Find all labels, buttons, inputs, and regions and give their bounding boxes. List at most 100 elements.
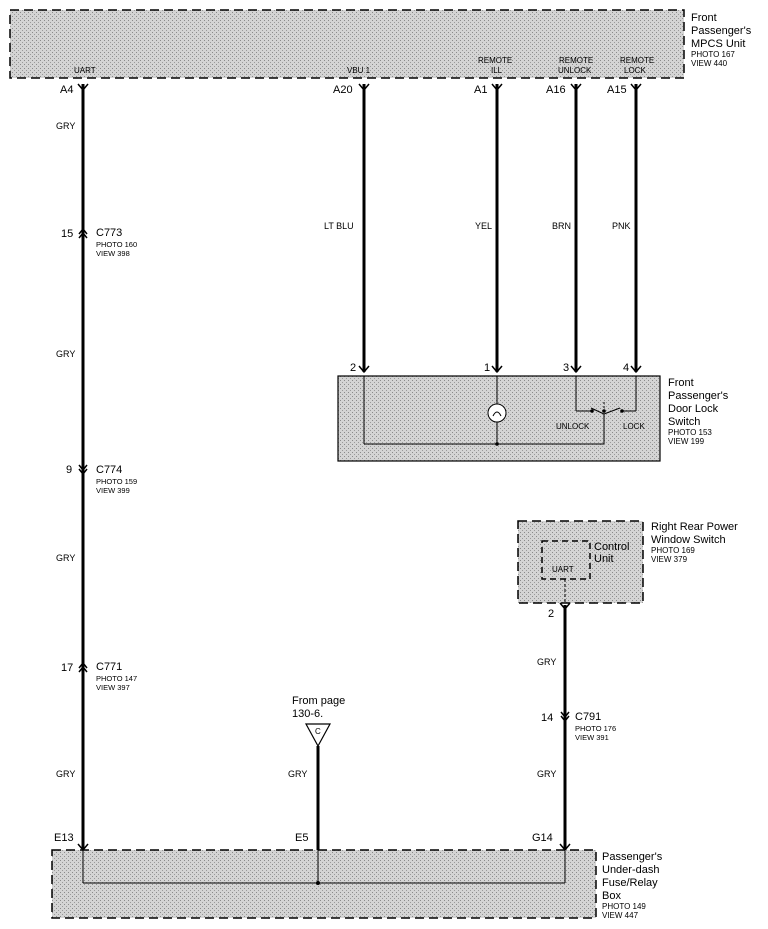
- junction-dot: [495, 442, 499, 446]
- door-lock-switch-title: Front Passenger's Door Lock Switch PHOTO…: [668, 377, 729, 446]
- c773-name: C773: [96, 227, 122, 239]
- svg-text:Switch: Switch: [668, 416, 700, 428]
- svg-text:Passenger's: Passenger's: [602, 851, 663, 863]
- pin-door-2: 2: [350, 362, 356, 374]
- c771-view: VIEW 397: [96, 683, 130, 692]
- mpcs-title-line3: MPCS Unit: [691, 38, 745, 50]
- wire-label-lt-blu: LT BLU: [324, 221, 354, 231]
- svg-text:PHOTO 169: PHOTO 169: [651, 546, 695, 555]
- switch-contact-lock: [620, 409, 624, 413]
- svg-text:Box: Box: [602, 890, 621, 902]
- from-page-label-1: From page: [292, 695, 345, 707]
- svg-text:VIEW 447: VIEW 447: [602, 911, 639, 920]
- switch-contact-common: [602, 409, 606, 413]
- mpcs-view: VIEW 440: [691, 59, 728, 68]
- svg-text:Passenger's: Passenger's: [668, 390, 729, 402]
- window-control-unit-box: [541, 540, 591, 580]
- c771-photo: PHOTO 147: [96, 674, 137, 683]
- mpcs-title-line2: Passenger's: [691, 25, 752, 37]
- c773-view: VIEW 398: [96, 249, 130, 258]
- mpcs-terminal-remote-unlock-2: UNLOCK: [558, 66, 592, 75]
- pin-door-3: 3: [563, 362, 569, 374]
- mpcs-photo: PHOTO 167: [691, 50, 735, 59]
- pin-window-2: 2: [548, 608, 554, 620]
- mpcs-terminal-remote-lock-2: LOCK: [624, 66, 646, 75]
- svg-text:Under-dash: Under-dash: [602, 864, 659, 876]
- c791-photo: PHOTO 176: [575, 724, 616, 733]
- illumination-bulb-icon: [492, 411, 502, 417]
- pin-e5: E5: [295, 832, 308, 844]
- c773-pin: 15: [61, 228, 73, 240]
- wire-lt-blu: [358, 83, 370, 374]
- fuse-box-title: Passenger's Under-dash Fuse/Relay Box PH…: [602, 851, 663, 920]
- mpcs-terminal-remote-lock-1: REMOTE: [620, 56, 654, 65]
- wire-label-gry-right-1: GRY: [537, 657, 556, 667]
- c773-photo: PHOTO 160: [96, 240, 137, 249]
- pin-a15: A15: [607, 84, 627, 96]
- mpcs-terminal-remote-ill-1: REMOTE: [478, 56, 512, 65]
- mpcs-terminal-remote-ill-2: ILL: [491, 66, 503, 75]
- door-lock-switch-internal: [363, 376, 637, 445]
- c774-name: C774: [96, 464, 122, 476]
- svg-text:Door Lock: Door Lock: [668, 403, 719, 415]
- connector-c773: 15 C773 PHOTO 160 VIEW 398: [61, 227, 137, 258]
- pin-door-1: 1: [484, 362, 490, 374]
- mpcs-terminal-vbu: VBU 1: [347, 66, 371, 75]
- c774-photo: PHOTO 159: [96, 477, 137, 486]
- svg-text:PHOTO 153: PHOTO 153: [668, 428, 712, 437]
- fuse-box-internal-bus: [82, 850, 566, 884]
- pin-g14: G14: [532, 832, 553, 844]
- pin-a16: A16: [546, 84, 566, 96]
- pin-door-4: 4: [623, 362, 629, 374]
- window-control-label-2: Unit: [594, 553, 614, 565]
- wire-label-yel: YEL: [475, 221, 492, 231]
- pin-a20: A20: [333, 84, 353, 96]
- fuse-relay-box: [51, 849, 597, 919]
- wire-label-gry-2: GRY: [56, 349, 75, 359]
- pin-e13: E13: [54, 832, 74, 844]
- window-control-label-1: Control: [594, 541, 629, 553]
- wire-label-gry-1: GRY: [56, 121, 75, 131]
- svg-text:PHOTO 149: PHOTO 149: [602, 902, 646, 911]
- wire-pnk: [630, 83, 642, 374]
- from-page-label-2: 130-6.: [292, 708, 323, 720]
- connector-c791: 14 C791 PHOTO 176 VIEW 391: [541, 711, 616, 742]
- c774-view: VIEW 399: [96, 486, 130, 495]
- mpcs-terminal-uart: UART: [74, 66, 96, 75]
- fuse-box-junction-dot: [316, 881, 320, 885]
- pin-a4: A4: [60, 84, 73, 96]
- c771-name: C771: [96, 661, 122, 673]
- window-switch-box: [517, 520, 644, 604]
- wire-label-pnk: PNK: [612, 221, 631, 231]
- wire-label-gry-right-2: GRY: [537, 769, 556, 779]
- mpcs-unit-title: Front Passenger's MPCS Unit PHOTO 167 VI…: [691, 12, 752, 68]
- connector-c771: 17 C771 PHOTO 147 VIEW 397: [61, 661, 137, 692]
- c791-pin: 14: [541, 712, 553, 724]
- wire-label-gry-3: GRY: [56, 553, 75, 563]
- wire-brn: [570, 83, 582, 374]
- svg-text:Right Rear Power: Right Rear Power: [651, 521, 738, 533]
- svg-text:VIEW 199: VIEW 199: [668, 437, 705, 446]
- wire-label-gry-center: GRY: [288, 769, 307, 779]
- wire-label-brn: BRN: [552, 221, 571, 231]
- switch-contact-unlock: [590, 409, 594, 413]
- c771-pin: 17: [61, 662, 73, 674]
- wire-yel: [491, 83, 503, 374]
- from-page-c-triangle-icon: [304, 723, 332, 748]
- svg-text:VIEW 379: VIEW 379: [651, 555, 688, 564]
- wire-right-gry: [559, 579, 571, 852]
- connector-c774: 9 C774 PHOTO 159 VIEW 399: [66, 464, 137, 495]
- pin-a1: A1: [474, 84, 487, 96]
- wire-label-gry-4: GRY: [56, 769, 75, 779]
- door-switch-lock-label: LOCK: [623, 422, 645, 431]
- from-page-letter: C: [315, 727, 321, 736]
- mpcs-terminal-remote-unlock-1: REMOTE: [559, 56, 593, 65]
- wire-left-gry: [77, 83, 89, 852]
- c774-pin: 9: [66, 464, 72, 476]
- svg-text:Window Switch: Window Switch: [651, 534, 726, 546]
- svg-text:Fuse/Relay: Fuse/Relay: [602, 877, 658, 889]
- door-switch-unlock-label: UNLOCK: [556, 422, 590, 431]
- window-control-uart: UART: [552, 565, 574, 574]
- mpcs-title-line1: Front: [691, 12, 717, 24]
